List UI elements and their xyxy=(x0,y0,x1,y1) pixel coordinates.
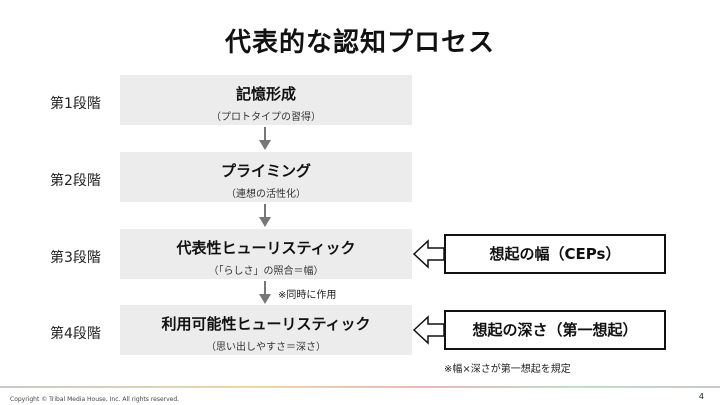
left-arrow-icon xyxy=(412,239,445,269)
left-arrow-icon xyxy=(412,315,445,345)
stage-1-subtitle: （プロトタイプの習得） xyxy=(211,112,321,123)
down-arrow-icon xyxy=(259,281,271,304)
stage-2-label: 第2段階 xyxy=(50,173,101,189)
down-arrow-icon xyxy=(259,204,271,227)
simultaneous-note: ※同時に作用 xyxy=(278,290,337,301)
down-arrow-icon xyxy=(259,127,271,150)
stage-3-label: 第3段階 xyxy=(50,250,101,266)
slide-title: 代表的な認知プロセス xyxy=(224,28,495,58)
stage-1-title: 記憶形成 xyxy=(235,85,296,103)
stage-3-subtitle: （「らしさ」の照合＝幅） xyxy=(208,266,324,277)
stage-4-title: 利用可能性ヒューリスティック xyxy=(161,315,371,333)
stage-1-box: 記憶形成 （プロトタイプの習得） xyxy=(120,75,412,125)
stage-4-label: 第4段階 xyxy=(50,326,101,342)
page-number: 4 xyxy=(698,392,704,401)
callout-breadth: 想起の幅（CEPs） xyxy=(444,234,666,274)
stage-4-subtitle: （思い出しやすさ＝深さ） xyxy=(206,342,326,353)
callout-depth: 想起の深さ（第一想起） xyxy=(444,310,666,350)
stage-2-subtitle: （連想の活性化） xyxy=(226,189,306,200)
copyright-text: Copyright © Tribal Media House, Inc. All… xyxy=(10,396,180,403)
stage-2-box: プライミング （連想の活性化） xyxy=(120,152,412,202)
stage-2-title: プライミング xyxy=(220,162,311,180)
footer-divider xyxy=(0,386,720,388)
stage-3-box: 代表性ヒューリスティック （「らしさ」の照合＝幅） xyxy=(120,229,412,279)
stage-3-title: 代表性ヒューリスティック xyxy=(176,239,356,257)
breadth-depth-note: ※幅×深さが第一想起を規定 xyxy=(444,364,571,375)
stage-1-label: 第1段階 xyxy=(50,96,101,112)
stage-4-box: 利用可能性ヒューリスティック （思い出しやすさ＝深さ） xyxy=(120,305,412,355)
